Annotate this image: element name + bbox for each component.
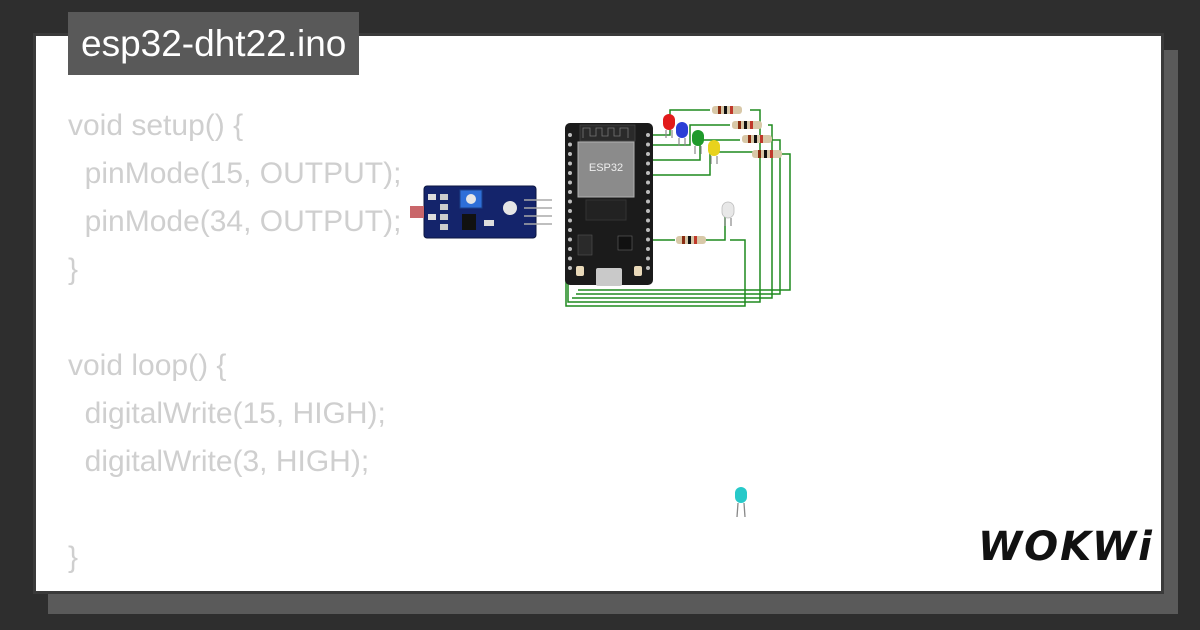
wokwi-logo: WOKWi <box>978 524 1154 570</box>
board-pin <box>568 152 572 156</box>
board-pin <box>646 142 650 147</box>
resistor <box>742 135 772 143</box>
code-line <box>68 486 401 534</box>
resistor <box>752 150 782 158</box>
board-pin <box>646 256 650 261</box>
code-line: pinMode(15, OUTPUT); <box>68 157 402 190</box>
board-pin <box>646 228 650 232</box>
code-preview: void setup() { pinMode(15, OUTPUT); pinM… <box>68 102 401 582</box>
code-line: void setup() { <box>68 109 244 142</box>
board-pin <box>568 266 572 270</box>
board-pin <box>568 161 572 166</box>
led-yellow <box>708 140 720 164</box>
resistor <box>712 106 742 114</box>
board-pin <box>646 247 650 251</box>
board-pin <box>568 199 572 204</box>
board-pin <box>568 142 572 147</box>
esp32-board: ESP32 <box>565 123 653 286</box>
board-pin <box>646 161 650 166</box>
board-pin <box>568 218 572 223</box>
code-line: } <box>68 541 79 574</box>
board-pin <box>568 237 572 242</box>
board-pin <box>646 180 650 185</box>
board-pin <box>646 209 650 213</box>
code-line: void loop() { <box>68 349 227 382</box>
code-line: digitalWrite(3, HIGH); <box>68 445 370 478</box>
board-pin <box>646 237 650 242</box>
led-white <box>721 201 735 226</box>
led-blue <box>676 122 688 146</box>
resistor <box>676 236 706 244</box>
board-pin <box>568 180 572 185</box>
code-line: pinMode(34, OUTPUT); <box>68 205 402 238</box>
code-line <box>68 294 401 342</box>
board-pin <box>568 228 572 232</box>
led-green <box>692 130 704 154</box>
resistor <box>732 121 762 129</box>
board-pin <box>646 199 650 204</box>
file-name-tab: esp32-dht22.ino <box>68 12 360 75</box>
board-pin <box>568 256 572 261</box>
board-pin <box>646 218 650 223</box>
code-line: } <box>68 253 79 286</box>
code-line: digitalWrite(15, HIGH); <box>68 397 386 430</box>
board-pin <box>646 171 650 175</box>
board-pin <box>568 209 572 213</box>
board-pin <box>646 152 650 156</box>
resistors <box>676 106 782 244</box>
led-cyan <box>735 487 747 518</box>
circuit-diagram: ESP32 <box>410 106 791 307</box>
wires <box>565 109 791 307</box>
esp32-label: ESP32 <box>589 162 623 174</box>
board-pin <box>568 247 572 251</box>
board-pin <box>568 190 572 194</box>
board-pin <box>568 133 572 137</box>
board-pin <box>646 266 650 270</box>
board-pin <box>646 133 650 137</box>
board-pin <box>568 171 572 175</box>
board-pin <box>646 190 650 194</box>
sensor-module <box>410 185 552 239</box>
led-red <box>663 114 675 138</box>
